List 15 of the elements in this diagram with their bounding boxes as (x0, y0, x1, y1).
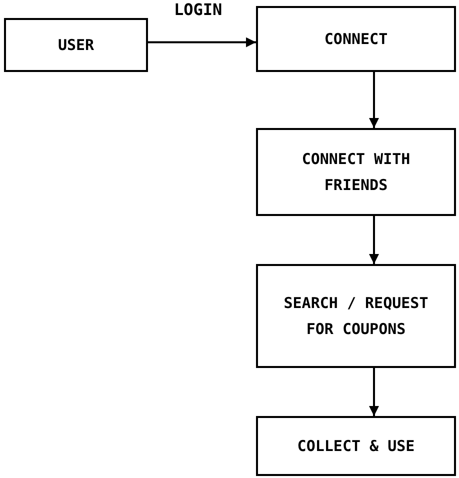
arrow (369, 368, 379, 416)
box-label: CONNECT (323, 29, 389, 50)
arrow (369, 216, 379, 264)
box-label: COLLECT & USE (296, 436, 416, 457)
process-box (256, 264, 456, 368)
box-label: SEARCH / REQUEST FOR COUPONS (282, 293, 430, 340)
edge-label: LOGIN (174, 0, 222, 20)
box-label: USER (56, 35, 96, 56)
process-box (256, 128, 456, 216)
process-box (4, 18, 148, 72)
arrow (148, 37, 256, 48)
box-label: CONNECT WITH FRIENDS (300, 149, 412, 196)
process-box (256, 416, 456, 476)
process-box (256, 6, 456, 72)
arrow (369, 72, 379, 128)
